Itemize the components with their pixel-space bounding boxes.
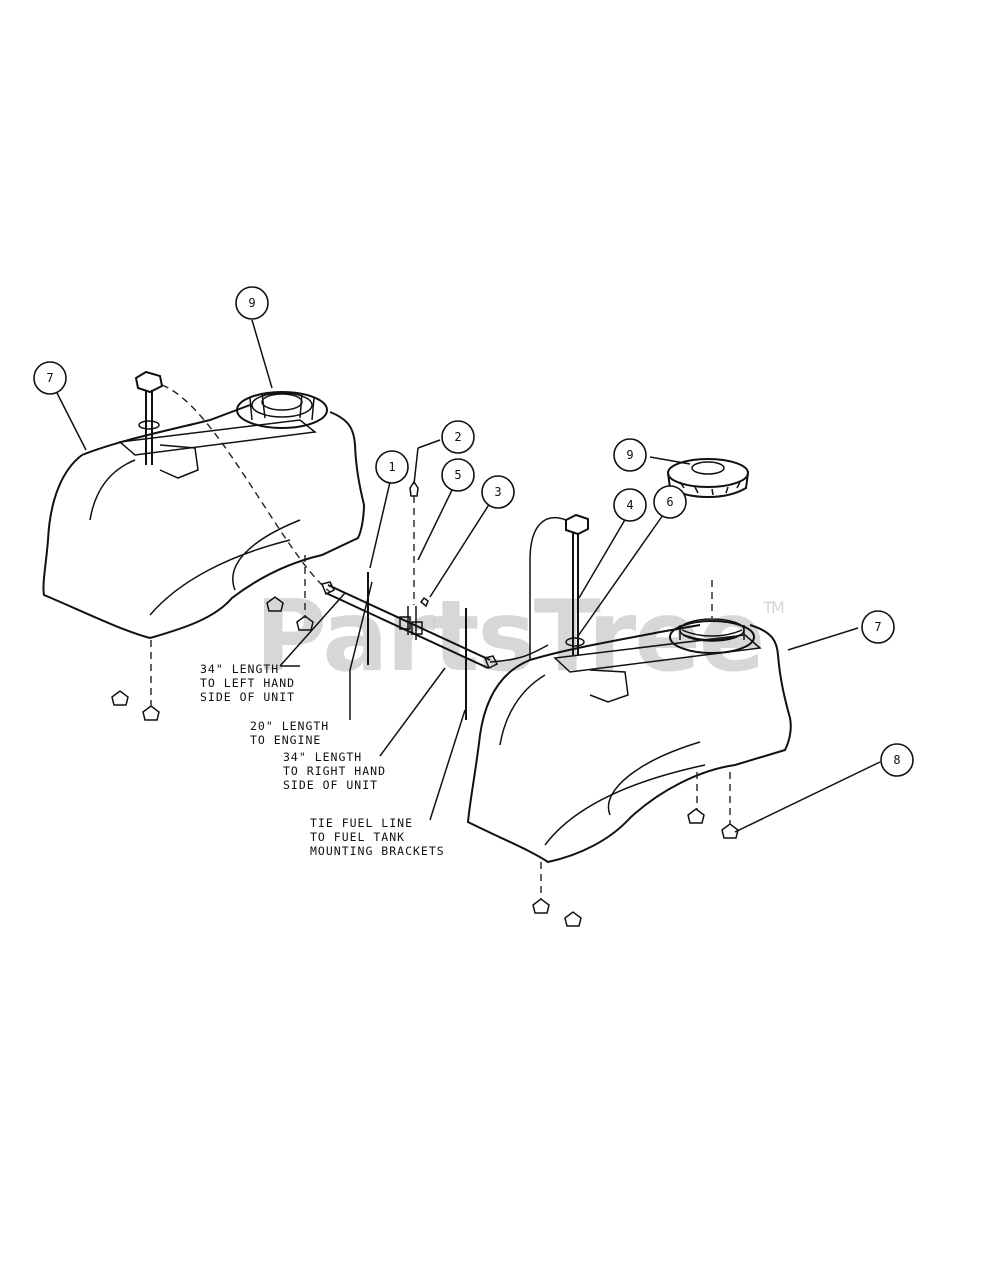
callout-4: 4: [613, 488, 647, 522]
svg-text:5: 5: [454, 468, 461, 482]
svg-text:1: 1: [388, 460, 395, 474]
svg-text:7: 7: [874, 620, 881, 634]
trademark-mark: TM: [763, 598, 785, 617]
leader-lines: [56, 319, 881, 833]
callout-9-left: 9: [235, 286, 269, 320]
fuel-line-assembly: [320, 480, 549, 720]
callout-7-left: 7: [33, 361, 67, 395]
callout-9-right: 9: [613, 438, 647, 472]
svg-text:9: 9: [626, 448, 633, 462]
svg-text:6: 6: [666, 495, 673, 509]
callout-2: 2: [441, 420, 475, 454]
callout-8: 8: [880, 743, 914, 777]
callout-5: 5: [441, 458, 475, 492]
callout-6: 6: [653, 485, 687, 519]
callout-1: 1: [375, 450, 409, 484]
svg-text:2: 2: [454, 430, 461, 444]
svg-text:3: 3: [494, 485, 501, 499]
svg-text:4: 4: [626, 498, 633, 512]
svg-text:7: 7: [46, 371, 53, 385]
callout-7-right: 7: [861, 610, 895, 644]
right-fuel-tank: [466, 458, 792, 927]
svg-text:8: 8: [893, 753, 900, 767]
left-fuel-tank: [42, 370, 366, 721]
callout-3: 3: [481, 475, 515, 509]
svg-text:9: 9: [248, 296, 255, 310]
